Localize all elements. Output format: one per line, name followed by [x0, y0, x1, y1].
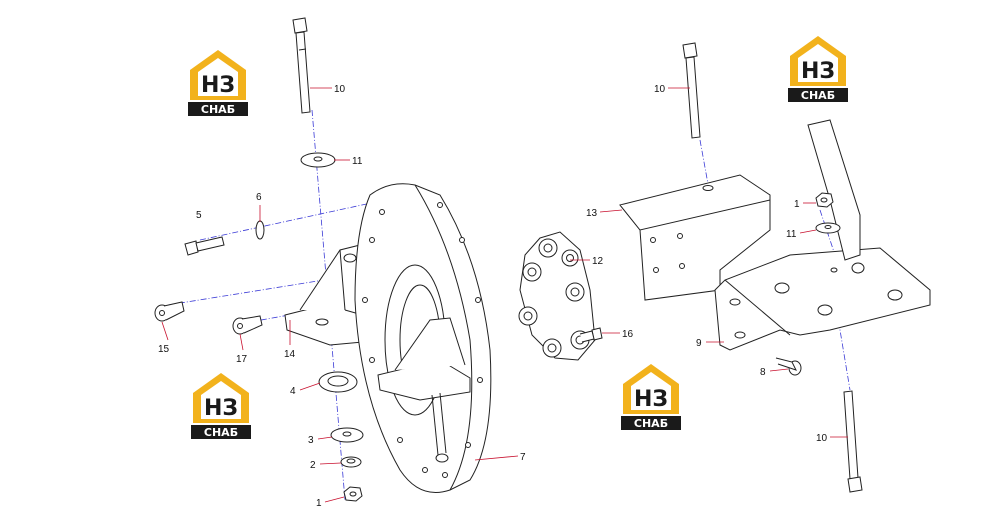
part-screw-8: [775, 357, 802, 376]
callout-labels: 10 11 5 6 15 17 14 4 3 2 1 7 12 16 13 10…: [158, 84, 828, 509]
logo-letters: НЗ: [204, 396, 238, 421]
part-washer-11-left: [300, 152, 336, 168]
callout-5: 5: [196, 210, 202, 221]
part-nut-1-left: [343, 486, 363, 502]
part-lock-washer-2: [340, 456, 362, 468]
part-screw-17: [232, 315, 263, 335]
callout-10-left-top: 10: [334, 84, 346, 95]
callout-1-left: 1: [316, 498, 322, 509]
part-bolt-5: [184, 236, 225, 256]
part-mount-bracket-9: [714, 119, 931, 351]
part-washer-3: [330, 427, 364, 443]
callout-11-right: 11: [786, 229, 797, 240]
callout-4: 4: [290, 386, 296, 397]
brand-logo-top-left: НЗ СНАБ: [188, 50, 248, 116]
callout-12: 12: [592, 256, 604, 267]
callout-7: 7: [520, 452, 526, 463]
part-washer-4: [318, 371, 358, 393]
part-bolt-10-left: [292, 17, 311, 114]
callout-16: 16: [622, 329, 634, 340]
callout-2: 2: [310, 460, 316, 471]
part-washer-11-right: [815, 222, 841, 234]
logo-letters: НЗ: [634, 387, 668, 412]
callout-15: 15: [158, 344, 170, 355]
brand-logo-top-right: НЗ СНАБ: [788, 36, 848, 102]
part-coupling-12: [518, 231, 596, 361]
logo-letters: НЗ: [201, 73, 235, 98]
logo-letters: НЗ: [801, 59, 835, 84]
callout-13: 13: [586, 208, 598, 219]
brand-logo-bottom-left: НЗ СНАБ: [191, 373, 251, 439]
part-bolt-10-right-top: [682, 42, 701, 139]
logo-caption: СНАБ: [801, 89, 835, 102]
logo-caption: СНАБ: [204, 426, 238, 439]
part-cover-plate-13: [619, 174, 771, 301]
leader-lines: [161, 87, 848, 503]
callout-3: 3: [308, 435, 314, 446]
callout-14: 14: [284, 349, 296, 360]
part-washer-6: [255, 220, 265, 240]
part-bolt-10-right-bottom: [843, 390, 863, 493]
part-screw-15: [154, 301, 185, 322]
part-bolt-16: [579, 327, 603, 343]
callout-10-right-bottom: 10: [816, 433, 828, 444]
callout-1-right: 1: [794, 199, 800, 210]
logo-caption: СНАБ: [634, 417, 668, 430]
logo-caption: СНАБ: [201, 103, 235, 116]
callout-10-right-top: 10: [654, 84, 666, 95]
callout-11-left: 11: [352, 156, 363, 167]
part-nut-1-right: [815, 192, 834, 208]
callout-9: 9: [696, 338, 702, 349]
callout-6: 6: [256, 192, 262, 203]
callout-17: 17: [236, 354, 248, 365]
callout-8: 8: [760, 367, 766, 378]
brand-logo-bottom-middle: НЗ СНАБ: [621, 364, 681, 430]
part-lower-bracket: [377, 317, 471, 463]
